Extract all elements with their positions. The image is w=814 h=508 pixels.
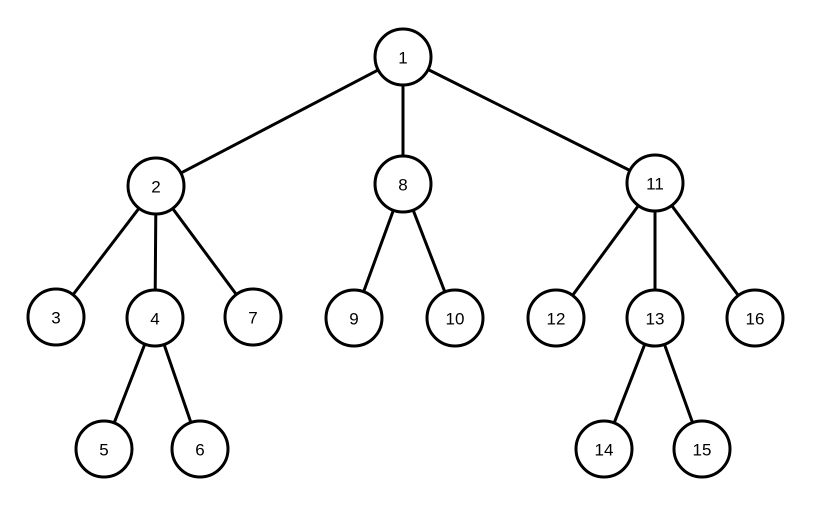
node-label-1: 1 [398, 49, 407, 68]
node-circle-9[interactable] [324, 288, 384, 348]
tree-edge-1-2 [179, 68, 380, 175]
node-label-14: 14 [595, 441, 614, 460]
tree-node-11[interactable]: 11 [625, 153, 685, 213]
tree-edge-2-3 [71, 206, 141, 297]
node-label-16: 16 [746, 310, 765, 329]
node-label-7: 7 [248, 309, 257, 328]
tree-edge-8-9 [362, 208, 395, 294]
tree-node-5[interactable]: 5 [74, 419, 134, 479]
tree-node-12[interactable]: 12 [526, 288, 586, 348]
node-circle-16[interactable] [725, 288, 785, 348]
tree-edge-4-5 [112, 342, 147, 425]
tree-edge-11-16 [670, 203, 740, 298]
node-circle-11[interactable] [625, 153, 685, 213]
tree-node-2[interactable]: 2 [126, 156, 186, 216]
tree-edge-8-10 [411, 208, 447, 294]
node-circle-12[interactable] [526, 288, 586, 348]
node-label-3: 3 [51, 309, 60, 328]
tree-edge-2-7 [171, 207, 238, 296]
tree-node-15[interactable]: 15 [672, 419, 732, 479]
tree-node-4[interactable]: 4 [125, 288, 185, 348]
node-circle-10[interactable] [425, 288, 485, 348]
node-circle-3[interactable] [26, 287, 86, 347]
node-circle-15[interactable] [672, 419, 732, 479]
node-circle-14[interactable] [574, 419, 634, 479]
node-label-9: 9 [349, 310, 358, 329]
node-label-2: 2 [151, 178, 160, 197]
tree-node-8[interactable]: 8 [373, 154, 433, 214]
node-circle-6[interactable] [170, 419, 230, 479]
node-circle-4[interactable] [125, 288, 185, 348]
tree-edge-4-6 [162, 342, 193, 425]
edges-layer [71, 68, 740, 425]
tree-edge-2-4 [153, 212, 158, 292]
node-circle-2[interactable] [126, 156, 186, 216]
tree-node-10[interactable]: 10 [425, 288, 485, 348]
node-label-12: 12 [547, 310, 566, 329]
tree-edge-11-12 [571, 204, 640, 297]
node-circle-13[interactable] [625, 288, 685, 348]
node-label-5: 5 [99, 441, 108, 460]
tree-edge-13-14 [612, 342, 647, 425]
tree-node-7[interactable]: 7 [223, 287, 283, 347]
tree-node-14[interactable]: 14 [574, 419, 634, 479]
tree-node-13[interactable]: 13 [625, 288, 685, 348]
node-circle-8[interactable] [373, 154, 433, 214]
node-circle-7[interactable] [223, 287, 283, 347]
node-label-15: 15 [693, 441, 712, 460]
node-label-10: 10 [446, 310, 465, 329]
node-circle-1[interactable] [373, 27, 433, 87]
node-label-4: 4 [150, 310, 159, 329]
node-label-11: 11 [646, 175, 664, 194]
node-label-13: 13 [646, 310, 665, 329]
tree-node-16[interactable]: 16 [725, 288, 785, 348]
tree-node-3[interactable]: 3 [26, 287, 86, 347]
node-circle-5[interactable] [74, 419, 134, 479]
tree-node-6[interactable]: 6 [170, 419, 230, 479]
node-label-6: 6 [195, 441, 204, 460]
tree-edge-13-15 [662, 342, 695, 425]
tree-node-9[interactable]: 9 [324, 288, 384, 348]
tree-edge-1-11 [426, 68, 632, 172]
node-label-8: 8 [398, 176, 407, 195]
tree-node-1[interactable]: 1 [373, 27, 433, 87]
